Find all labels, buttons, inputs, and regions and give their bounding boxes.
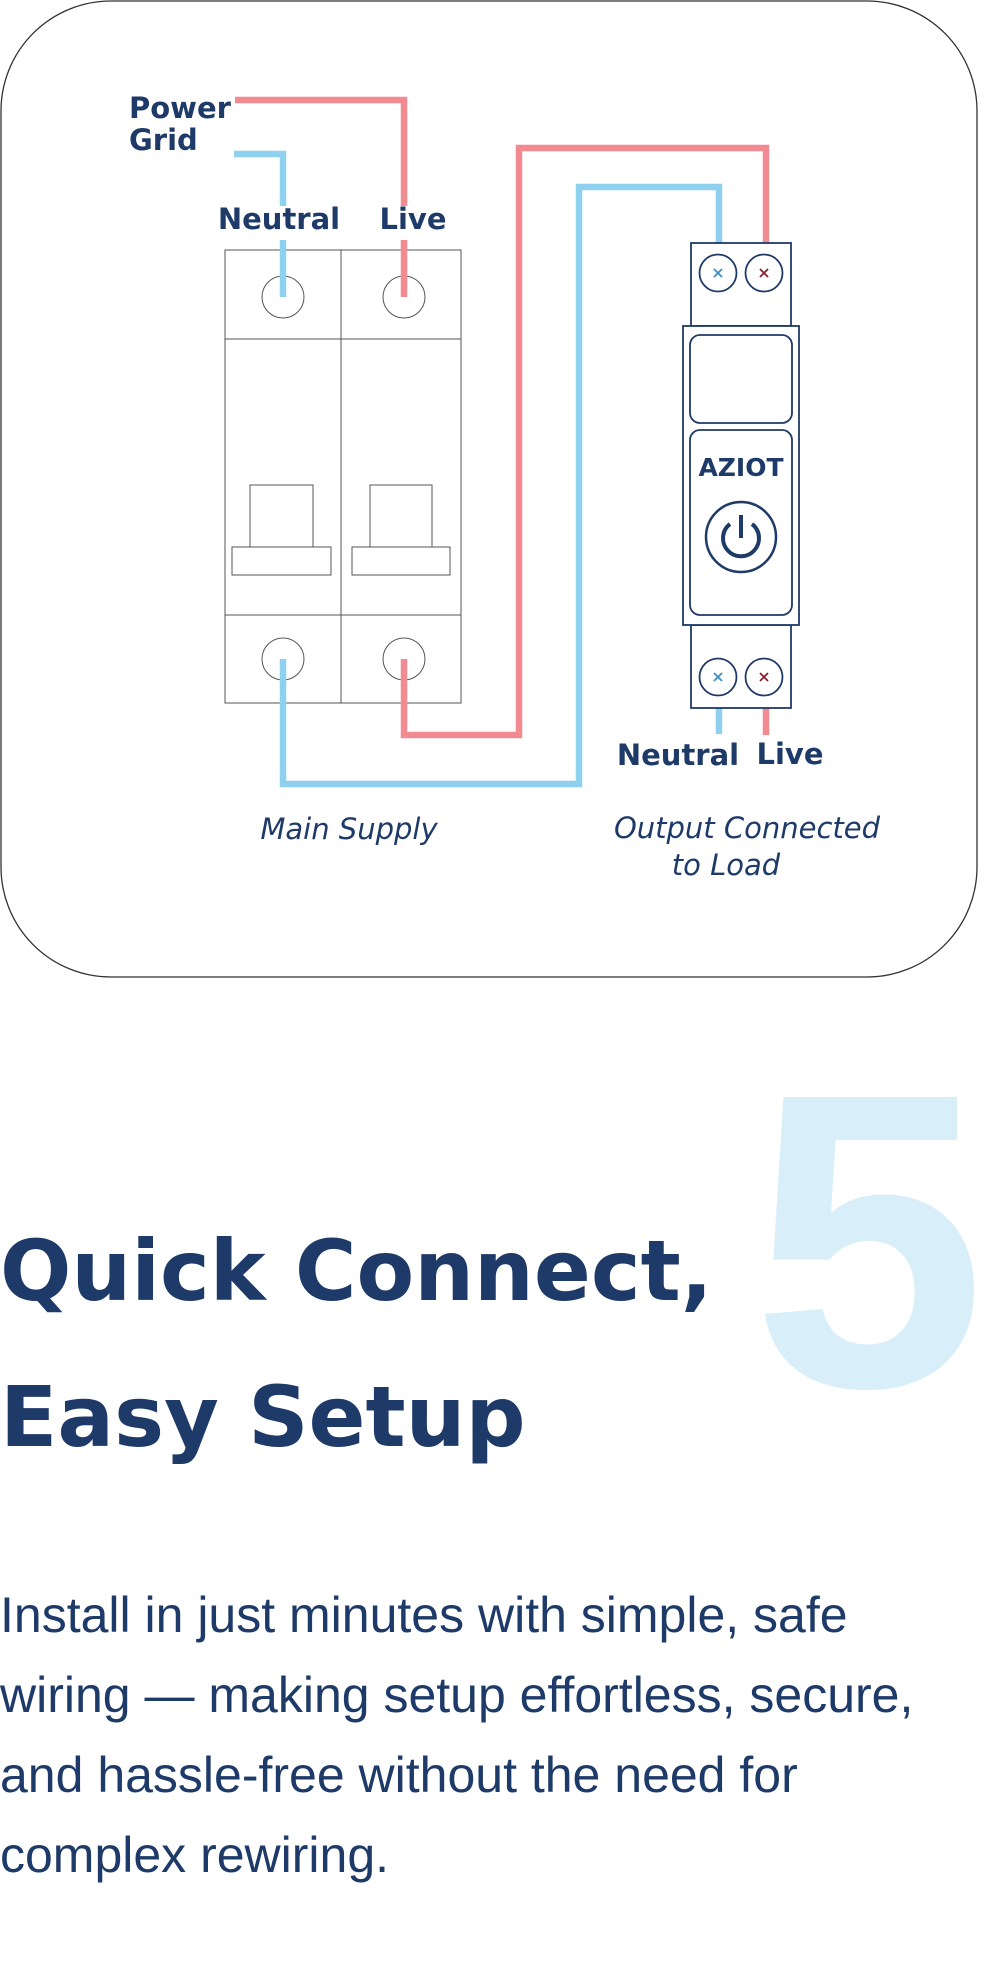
heading-line-1: Quick Connect, [0, 1222, 713, 1320]
wiring-diagram: AZIOT Power Grid Neutral Live Neutral Li… [0, 0, 978, 978]
device-logo: AZIOT [698, 453, 783, 482]
heading-line-2: Easy Setup [0, 1368, 526, 1466]
supply-live-wire [400, 144, 770, 739]
supply-neutral-wire [279, 183, 723, 788]
grid-neutral-wire [234, 150, 287, 206]
power-grid-label: Power Grid [129, 91, 241, 157]
device-live-label: Live [757, 737, 824, 771]
output-label-line1: Output Connected [614, 811, 881, 845]
section-heading: Quick Connect, Easy Setup [0, 1198, 713, 1490]
step-number: 5 [752, 1007, 986, 1476]
description: Install in just minutes with simple, saf… [0, 1587, 914, 1883]
main-supply-label: Main Supply [260, 812, 438, 846]
breaker-neutral-label: Neutral [218, 202, 340, 236]
breaker-live-label: Live [380, 202, 447, 236]
smart-switch-device [682, 242, 800, 709]
terminal-screws [713, 268, 769, 682]
grid-live-wire [235, 96, 408, 206]
power-button-icon [704, 500, 778, 574]
device-neutral-label: Neutral [617, 738, 739, 772]
output-label-line2: to Load [672, 848, 781, 882]
